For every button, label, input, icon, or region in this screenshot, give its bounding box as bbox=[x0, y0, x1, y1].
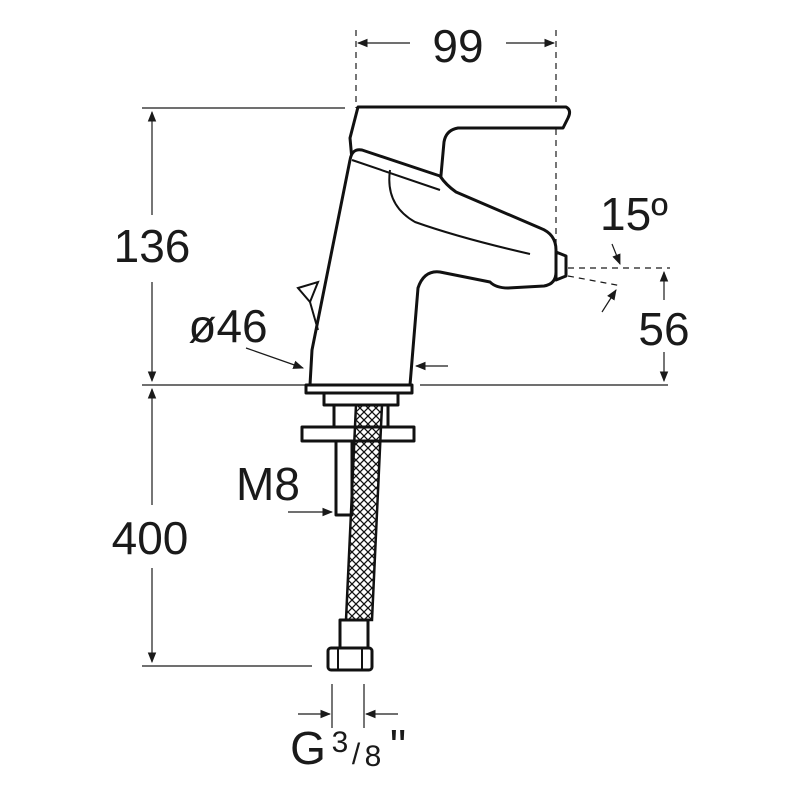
width-label: 99 bbox=[432, 20, 483, 72]
angle-label: 15º bbox=[600, 188, 668, 240]
diameter-dimension: ø46 bbox=[188, 300, 448, 371]
thread-label: M8 bbox=[236, 458, 300, 510]
connection-dimension: G 3 / 8 " bbox=[290, 684, 406, 774]
height-dimension: 136 bbox=[114, 107, 345, 386]
faucet-column bbox=[308, 148, 558, 387]
spout-axis-angled bbox=[567, 275, 623, 287]
spout-tip bbox=[554, 250, 568, 282]
connection-prefix: G bbox=[290, 722, 326, 774]
connection-slash: / bbox=[352, 738, 361, 771]
hose-nut bbox=[326, 646, 374, 672]
thread-dimension: M8 bbox=[236, 458, 334, 517]
angle-arrow-bottom bbox=[601, 289, 617, 313]
flexible-hose bbox=[326, 403, 384, 672]
threaded-stud bbox=[334, 439, 354, 517]
connection-denominator: 8 bbox=[365, 740, 382, 773]
hose-length-label: 400 bbox=[112, 512, 189, 564]
height-label: 136 bbox=[114, 220, 191, 272]
braided-hose bbox=[344, 403, 384, 622]
diameter-arrow-left bbox=[245, 347, 305, 369]
spout-height-label: 56 bbox=[638, 303, 689, 355]
spout-dimensions: 15º 56 bbox=[420, 188, 690, 386]
mounting-collar bbox=[322, 391, 400, 407]
lever-seam bbox=[351, 159, 441, 191]
hose-ferrule bbox=[338, 618, 370, 650]
angle-arrow-top bbox=[611, 243, 621, 266]
pop-up-knob-triangle bbox=[296, 280, 320, 304]
connection-numerator: 3 bbox=[332, 726, 349, 759]
body-contour bbox=[388, 169, 531, 255]
pop-up-rod bbox=[309, 301, 319, 331]
faucet-body bbox=[304, 105, 572, 407]
hose-length-dimension: 400 bbox=[112, 387, 312, 667]
pop-up-knob bbox=[296, 280, 320, 331]
width-dimension: 99 bbox=[355, 20, 557, 260]
connection-inch-mark: " bbox=[390, 720, 406, 772]
diameter-label: ø46 bbox=[188, 300, 267, 352]
